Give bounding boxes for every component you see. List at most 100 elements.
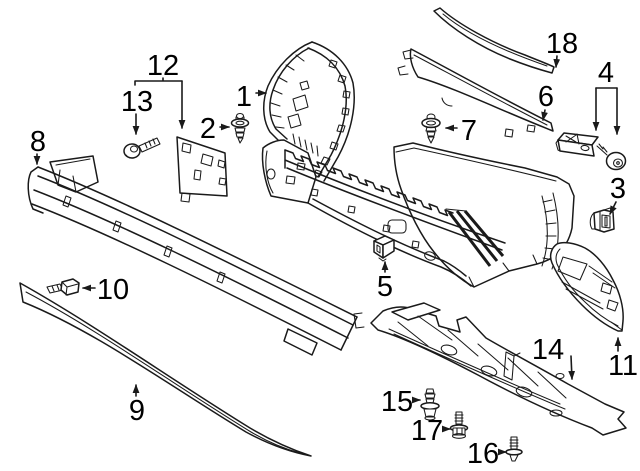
left-hook [353,312,365,329]
callout-7-label[interactable]: 7 [461,115,477,147]
bracket-holes [181,142,227,186]
part-engine-under-cover[interactable] [353,302,627,436]
bolt-head-base [451,433,467,439]
left-cap [27,166,44,214]
part-spoiler-clip[interactable] [46,278,80,296]
clip-knob [235,112,245,120]
callout-2[interactable]: 2 [200,113,230,145]
clip-cap-inner [425,120,437,126]
part-front-bumper-cover[interactable] [261,41,575,288]
part-push-clip-7[interactable] [421,113,441,144]
part-undercover-screw[interactable] [505,436,523,462]
hole-small [555,372,565,380]
beam-teeth [284,149,454,217]
callout-6-label[interactable]: 6 [538,81,554,113]
callout-3[interactable]: 3 [609,173,626,215]
callout-18-arrow [553,55,561,68]
right-edge-hatch [542,199,557,261]
screw-shank [138,137,161,153]
shank-threads [144,138,156,149]
callout-15-label[interactable]: 15 [381,386,413,418]
part-corner-grille-bezel[interactable] [549,241,624,332]
callout-16[interactable]: 16 [467,438,507,470]
callout-1[interactable]: 1 [236,81,267,113]
callout-12-label[interactable]: 12 [147,50,179,82]
part-side-bracket-and-screw[interactable] [555,132,627,171]
part-undercover-bolt[interactable] [449,411,469,439]
callout-17[interactable]: 17 [411,415,451,447]
bar-edges [31,166,358,351]
screw-tip [509,454,519,462]
left-band-hatch [270,54,305,129]
screw-center [616,161,620,165]
callout-8-label[interactable]: 8 [30,126,46,158]
part-grille-upper-support[interactable] [397,48,554,138]
callout-5[interactable]: 5 [377,261,393,303]
flap-oval-hole [424,251,436,261]
callout-8[interactable]: 8 [30,126,46,165]
callout-11-label[interactable]: 11 [608,350,638,382]
callout-3-arrow [609,201,617,215]
callout-1-label[interactable]: 1 [236,81,252,113]
outline [176,136,228,197]
part-front-spoiler-strip[interactable] [19,282,312,457]
callout-16-label[interactable]: 16 [467,438,499,470]
callout-12[interactable]: 12 [134,50,186,129]
clip-head [60,278,80,296]
part-license-plate-bracket[interactable] [176,136,228,203]
clip-cap [421,117,441,129]
vent-slats [447,210,505,267]
callout-7[interactable]: 7 [445,115,477,147]
part-retainer-clip[interactable] [373,235,395,262]
right-flap-outline [393,142,575,288]
part-hood-seal-strip[interactable] [433,7,555,74]
callout-13-label[interactable]: 13 [121,86,153,118]
screw-head [612,158,624,168]
callout-14-label[interactable]: 14 [532,334,564,366]
face-slots [310,188,420,249]
top-bracket-folds [55,158,91,193]
callout-5-label[interactable]: 5 [377,271,393,303]
bar-tabs [62,195,226,284]
callout-3-label[interactable]: 3 [610,173,626,205]
part-bumper-reinforcement[interactable] [27,155,358,356]
towhook-bump [387,219,407,234]
callout-4[interactable]: 4 [592,57,621,135]
callout-9[interactable]: 9 [129,384,145,427]
part-undercover-clip[interactable] [420,388,440,421]
ribs [397,315,567,399]
center-post [503,351,521,381]
part-park-sensor[interactable] [589,207,615,233]
callout-18[interactable]: 18 [546,28,578,68]
part-push-clip-2[interactable] [230,112,250,144]
callout-11[interactable]: 11 [608,337,638,382]
bolt-shank [454,411,464,425]
callout-2-label[interactable]: 2 [200,113,216,145]
bar-end [283,316,358,356]
callout-4-label[interactable]: 4 [598,57,614,89]
callout-10[interactable]: 10 [82,274,129,306]
callout-18-label[interactable]: 18 [546,28,578,60]
callout-9-label[interactable]: 9 [129,395,145,427]
screw-washer [605,151,627,171]
part-plate-screw[interactable] [123,137,161,159]
right-band-outer [311,41,355,182]
screw-head [129,145,139,153]
callout-14[interactable]: 14 [532,334,576,380]
left-band-outer [263,41,313,145]
callout-17-label[interactable]: 17 [411,415,443,447]
left-band-detail [287,80,310,129]
clip-stem [234,127,246,144]
callout-10-label[interactable]: 10 [97,274,129,306]
clip-stem [425,126,437,144]
callout-6[interactable]: 6 [538,81,554,121]
mount-feet [504,124,536,138]
flap-bottom-notches [468,254,538,288]
callout-13[interactable]: 13 [121,86,153,135]
screw-shank [596,143,608,156]
bracket-front-face [557,139,595,157]
top-tab [391,302,441,321]
outline [549,241,624,332]
callout-15[interactable]: 15 [381,386,421,418]
